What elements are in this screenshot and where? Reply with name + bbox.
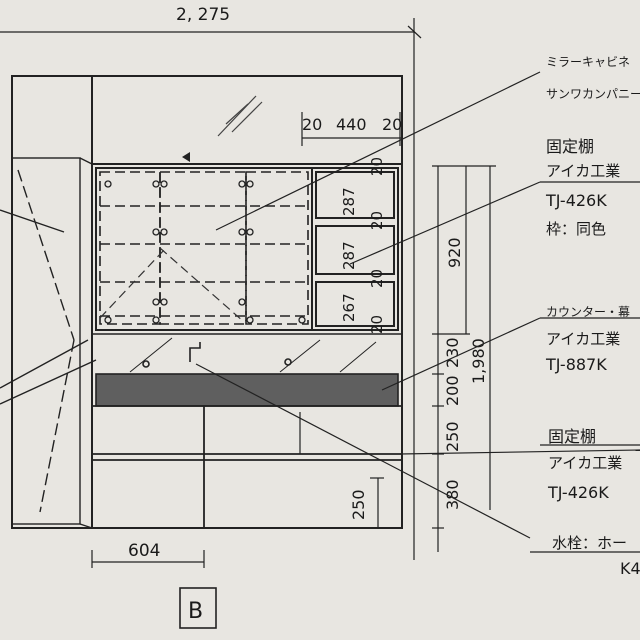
dim-shelf-1: 287 <box>340 187 358 216</box>
dim-top-right: 20 <box>382 115 402 134</box>
overall-width-dimension <box>0 18 422 560</box>
dim-gap-1: 20 <box>368 157 386 176</box>
dim-gap-4: 20 <box>368 315 386 334</box>
note-fixed-shelf-upper: 固定棚 アイカ工業 TJ-426K 枠：同色 <box>545 137 620 238</box>
note-shelf-lower-line-2: アイカ工業 <box>548 454 622 472</box>
counter-area <box>92 333 402 373</box>
note-shelf-upper-line-2: アイカ工業 <box>546 162 620 180</box>
dim-230: 230 <box>443 337 462 368</box>
note-mirror-cabinet: ミラーキャビネ <box>546 55 630 69</box>
view-label: B <box>188 599 203 624</box>
note-faucet: 水栓：ホー K4 <box>552 534 640 578</box>
note-sanwa-line-1: サンワカンパニー <box>546 87 640 101</box>
overall-width-label: 2, 275 <box>176 5 230 25</box>
mirror-door-swing-lines <box>99 247 245 323</box>
bottom-width-label: 604 <box>128 541 160 561</box>
leader-lines <box>195 71 640 553</box>
fixed-shelf-unit <box>311 167 399 331</box>
note-counter-line-1: カウンター・幕 <box>546 305 630 319</box>
note-faucet-line-1: 水栓：ホー <box>552 534 627 552</box>
hinge-marks <box>104 180 306 324</box>
note-shelf-lower-line-1: 固定棚 <box>548 427 596 446</box>
dim-inner-250: 250 <box>349 489 368 520</box>
left-tall-panel <box>0 157 97 529</box>
dim-top-middle: 440 <box>336 115 367 134</box>
note-shelf-upper-line-1: 固定棚 <box>546 137 594 156</box>
note-shelf-lower-line-3: TJ-426K <box>547 483 609 502</box>
dim-gap-3: 20 <box>368 269 386 288</box>
bottom-width-dimension <box>91 550 205 568</box>
dim-380: 380 <box>443 479 462 510</box>
dim-top-left: 20 <box>302 115 322 134</box>
arrow-marker <box>182 152 190 162</box>
note-counter-line-2: アイカ工業 <box>546 330 620 348</box>
note-sanwa: サンワカンパニー <box>546 87 640 101</box>
note-faucet-line-2: K4 <box>620 559 640 578</box>
note-shelf-upper-line-4: 枠：同色 <box>546 220 606 238</box>
note-counter-line-3: TJ-887K <box>545 355 607 374</box>
note-counter: カウンター・幕 アイカ工業 TJ-887K <box>545 305 630 374</box>
dim-250: 250 <box>443 421 462 452</box>
dim-shelf-3: 267 <box>340 293 358 322</box>
dim-200: 200 <box>443 375 462 406</box>
dim-cabinet-height: 920 <box>445 237 464 268</box>
note-shelf-upper-line-3: TJ-426K <box>545 191 607 210</box>
dim-shelf-2: 287 <box>340 241 358 270</box>
view-label-box <box>179 587 217 629</box>
mirror-reflection-marks <box>217 95 263 137</box>
dim-total-height: 1,980 <box>469 338 488 384</box>
note-fixed-shelf-lower: 固定棚 アイカ工業 TJ-426K <box>547 427 622 502</box>
lower-storage <box>92 405 402 528</box>
note-mirror-line-1: ミラーキャビネ <box>546 55 630 69</box>
dim-gap-2: 20 <box>368 211 386 230</box>
